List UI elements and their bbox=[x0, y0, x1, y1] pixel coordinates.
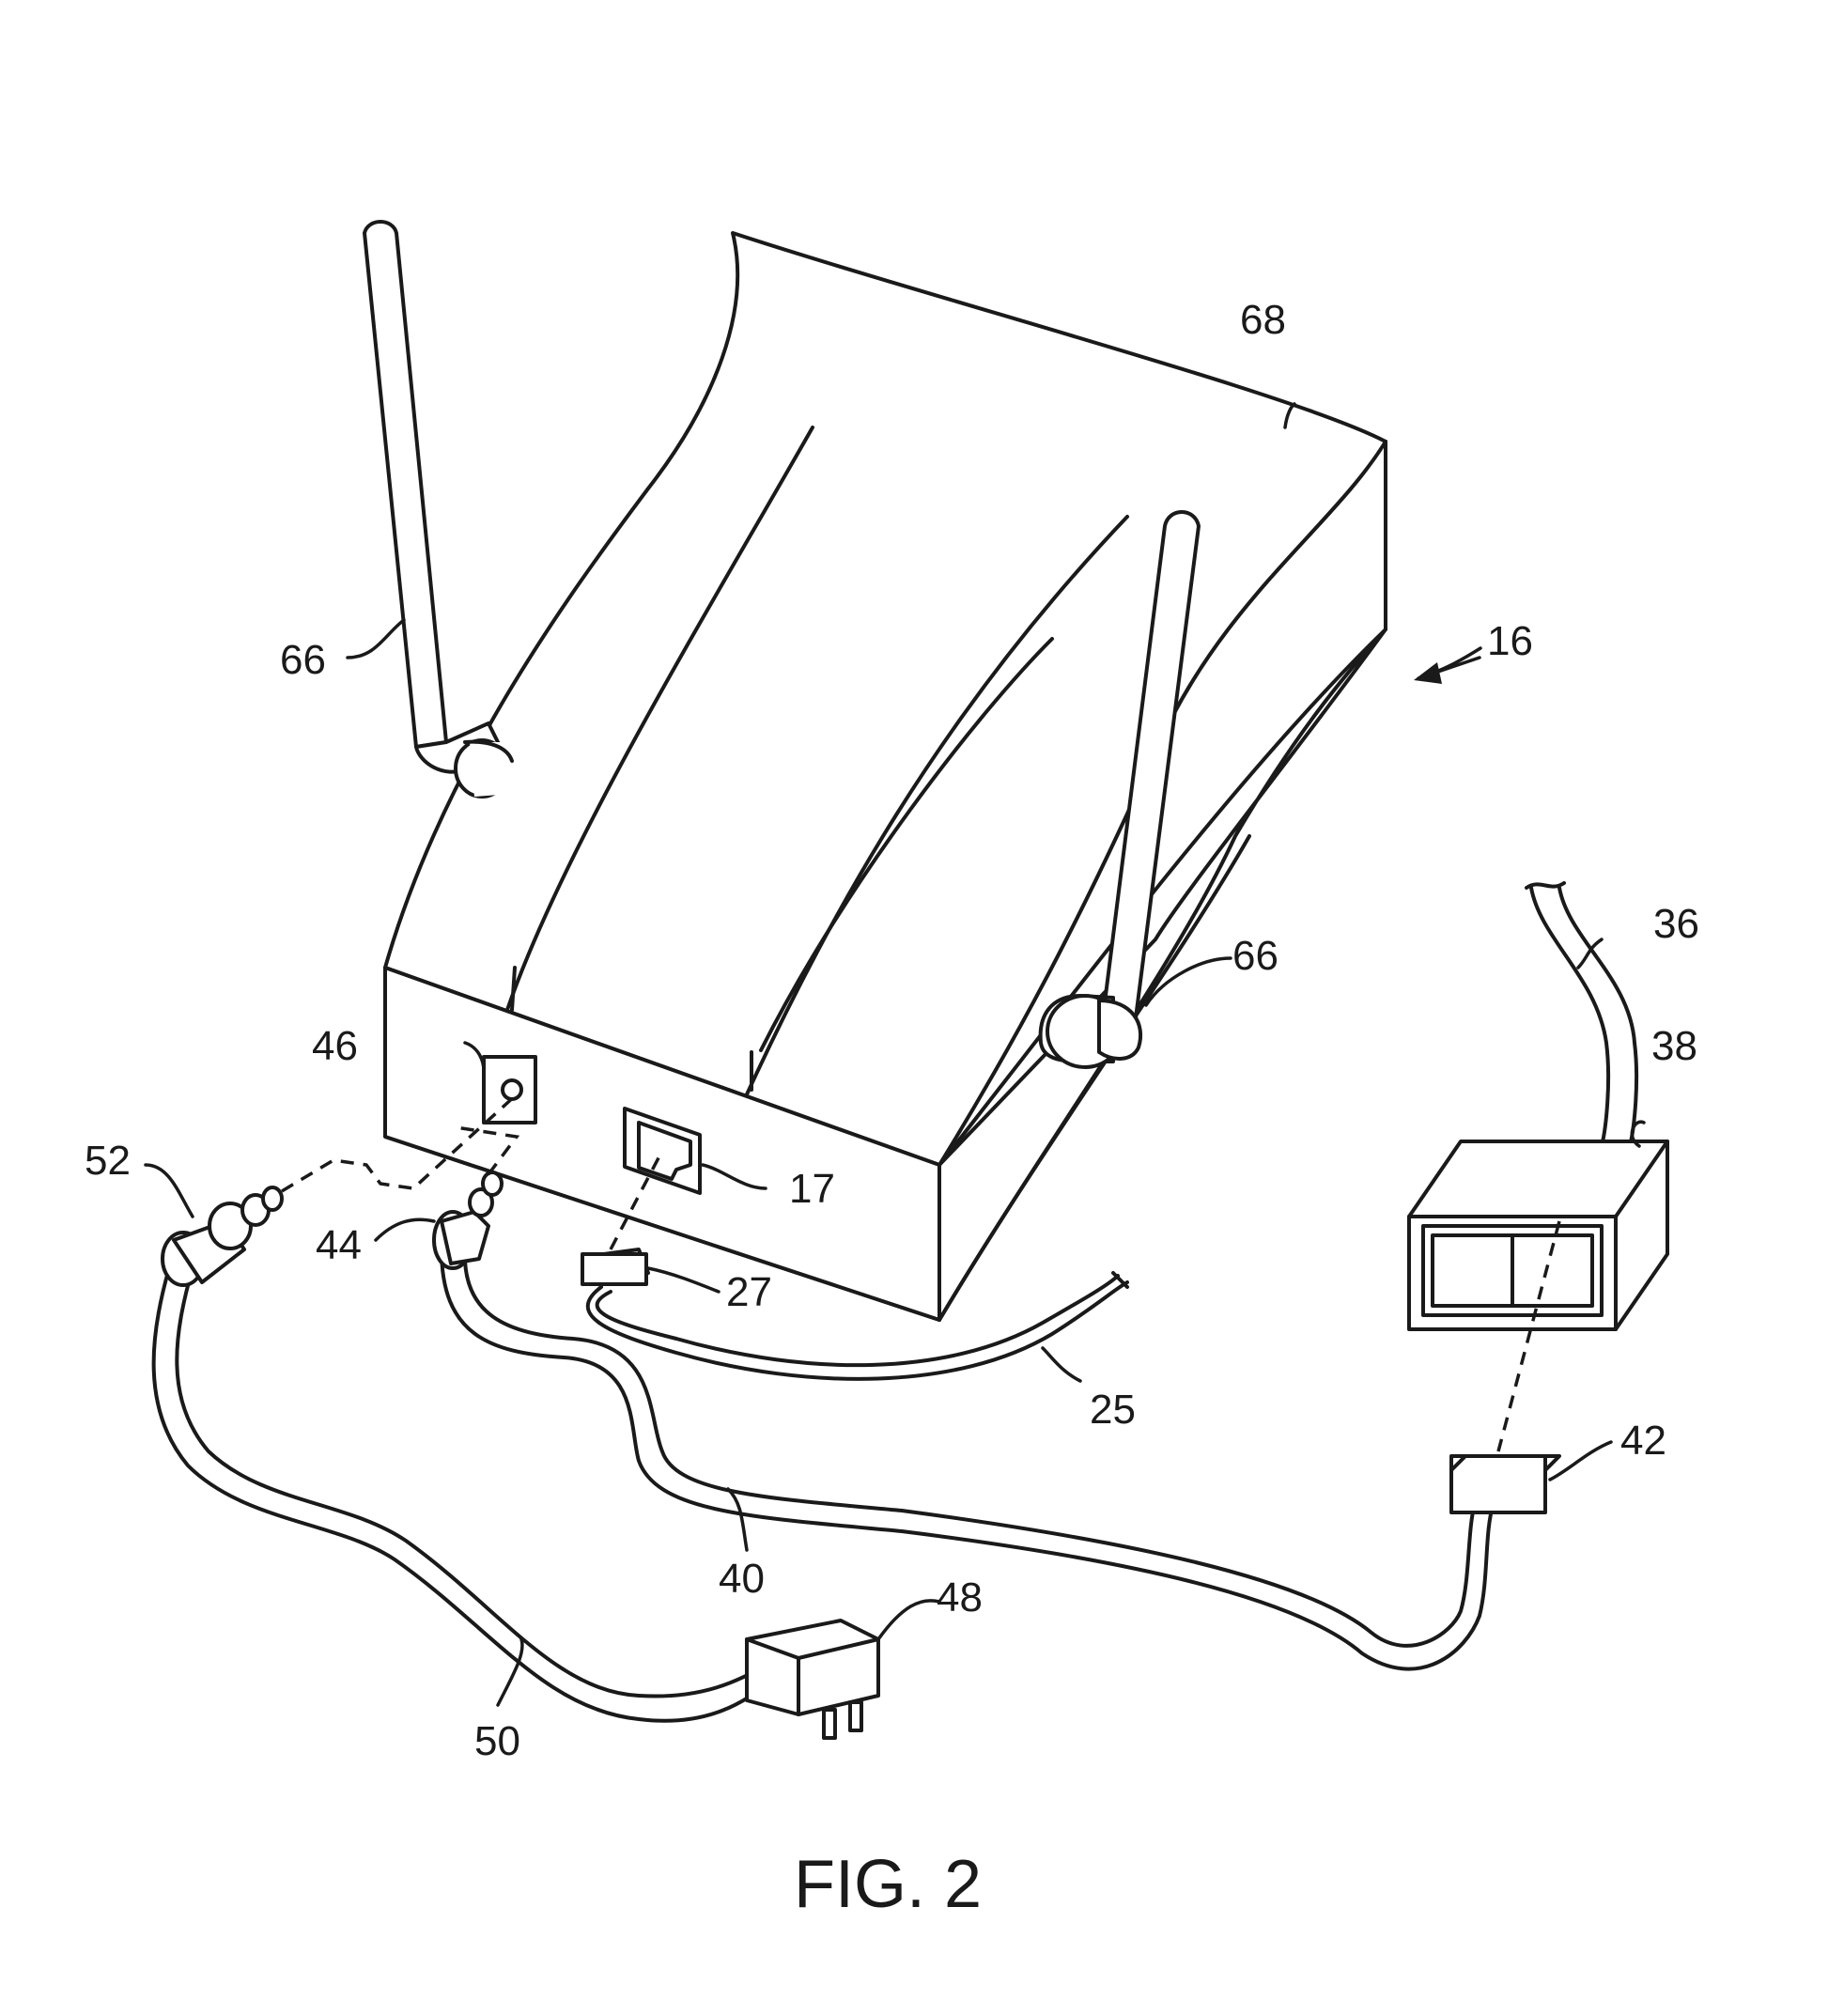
plug-27 bbox=[582, 1249, 648, 1284]
plug-42 bbox=[1451, 1456, 1559, 1512]
left-antenna bbox=[364, 222, 512, 797]
ref-40: 40 bbox=[719, 1556, 765, 1602]
figure-caption: FIG. 2 bbox=[794, 1847, 982, 1922]
ref-48: 48 bbox=[937, 1574, 983, 1621]
adapter-48 bbox=[747, 1621, 878, 1738]
arrow-16 bbox=[1414, 658, 1480, 684]
device-housing bbox=[385, 233, 1386, 1320]
jack-46 bbox=[484, 1057, 535, 1123]
cable-36 bbox=[1526, 883, 1636, 1146]
ref-38: 38 bbox=[1651, 1023, 1697, 1069]
box-38 bbox=[1409, 1141, 1667, 1329]
plug-44 bbox=[434, 1172, 502, 1268]
ref-16: 16 bbox=[1487, 618, 1533, 664]
ref-42: 42 bbox=[1620, 1418, 1666, 1464]
ref-17: 17 bbox=[789, 1166, 835, 1212]
ref-50: 50 bbox=[474, 1718, 520, 1764]
ref-44: 44 bbox=[316, 1222, 362, 1268]
plug-52 bbox=[163, 1187, 282, 1285]
ref-66-left: 66 bbox=[280, 637, 326, 683]
ref-46: 46 bbox=[312, 1023, 358, 1069]
ref-52: 52 bbox=[85, 1138, 131, 1184]
ref-25: 25 bbox=[1090, 1387, 1136, 1433]
ref-36: 36 bbox=[1653, 901, 1699, 947]
ref-68: 68 bbox=[1240, 297, 1286, 343]
ref-27: 27 bbox=[726, 1269, 772, 1315]
cable-50 bbox=[154, 1268, 770, 1721]
ref-66-right: 66 bbox=[1232, 933, 1278, 979]
